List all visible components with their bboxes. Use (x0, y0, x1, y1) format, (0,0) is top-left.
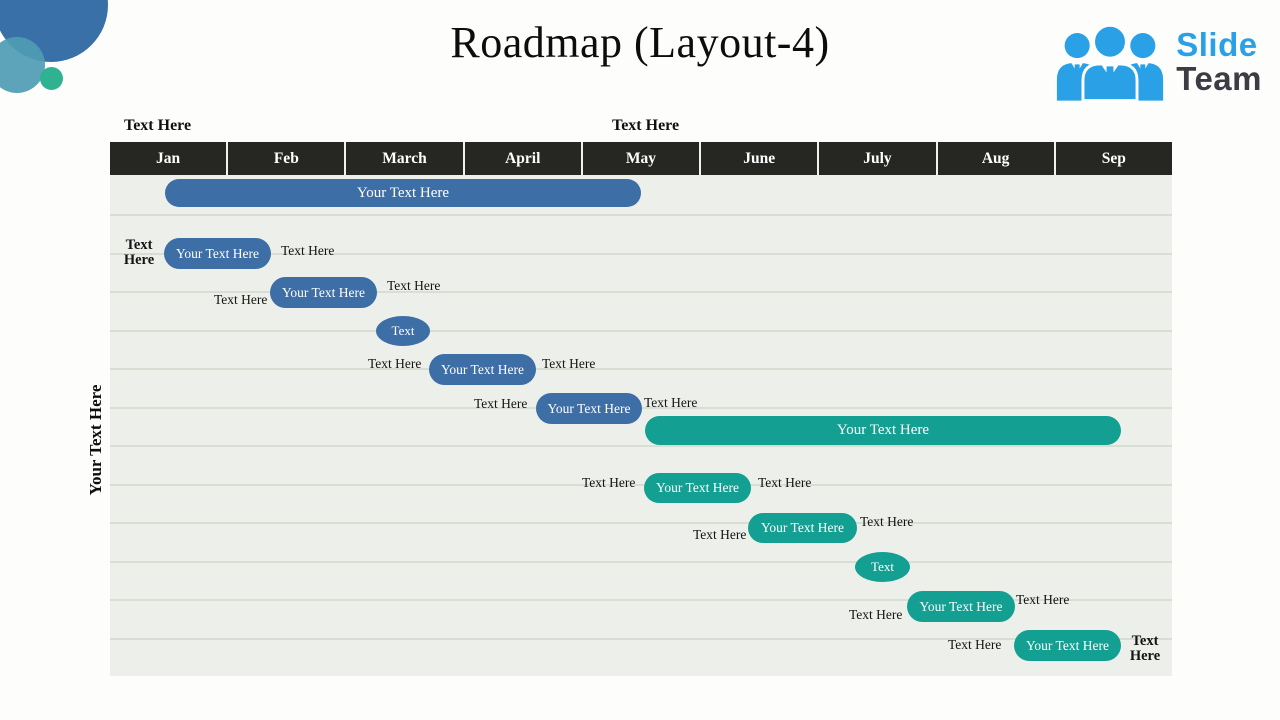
row-separator-line (110, 252, 1172, 255)
row-separator-line (110, 445, 1172, 447)
slide-title: Roadmap (Layout-4) (450, 18, 830, 67)
float-label-1: Text Here (123, 237, 155, 268)
roadmap-bar-11: Your Text Here (907, 591, 1015, 622)
roadmap-bar-2: Your Text Here (164, 238, 271, 269)
month-cell-april: April (462, 142, 581, 175)
roadmap-bar-6: Your Text Here (536, 393, 642, 424)
month-cell-march: March (344, 142, 462, 175)
slideteam-logo: Slide Team (1054, 22, 1262, 102)
roadmap-bar-4: Text (376, 316, 430, 346)
roadmap-bar-9: Your Text Here (748, 513, 857, 543)
month-cell-may: May (580, 142, 699, 175)
float-label-4: Text Here (387, 278, 441, 293)
decor-circle-medium (0, 37, 45, 93)
row-separator-line (110, 599, 1172, 601)
row-separator-line (110, 329, 1172, 332)
float-label-16: Text Here (1129, 633, 1161, 664)
month-cell-aug: Aug (935, 142, 1054, 175)
float-label-11: Text Here (693, 527, 747, 542)
roadmap-bar-1: Your Text Here (165, 179, 641, 207)
logo-word-slide: Slide (1176, 26, 1258, 64)
month-cell-jan: Jan (156, 149, 181, 167)
float-label-12: Text Here (860, 514, 914, 529)
float-label-3: Text Here (214, 292, 268, 307)
timeline-top-label-left: Text Here (124, 117, 192, 134)
month-cell-june: June (699, 142, 817, 175)
timeline-top-label-right: Text Here (612, 117, 680, 134)
row-separator-line (110, 560, 1172, 563)
row-separator-line (110, 291, 1172, 293)
roadmap-bar-10: Text (855, 552, 910, 582)
row-separator-line (110, 483, 1172, 486)
roadmap-bar-12: Your Text Here (1014, 630, 1121, 661)
row-separator-line (110, 637, 1172, 640)
float-label-6: Text Here (542, 356, 596, 371)
vertical-axis-label: Your Text Here (86, 384, 105, 496)
month-cell-july: July (817, 142, 935, 175)
roadmap-bar-5: Your Text Here (429, 354, 536, 385)
float-label-13: Text Here (849, 607, 903, 622)
roadmap-bar-8: Your Text Here (644, 473, 751, 503)
float-label-9: Text Here (582, 475, 636, 490)
float-label-5: Text Here (368, 356, 422, 371)
float-label-8: Text Here (644, 395, 698, 410)
float-label-15: Text Here (948, 637, 1002, 652)
float-label-10: Text Here (758, 475, 812, 490)
roadmap-bar-7: Your Text Here (645, 416, 1121, 445)
row-separator-line (110, 214, 1172, 216)
logo-wordmark: Slide Team (1176, 28, 1262, 96)
logo-word-team: Team (1176, 60, 1262, 97)
three-people-with-ties-icon (1054, 22, 1166, 102)
float-label-2: Text Here (281, 243, 335, 258)
float-label-14: Text Here (1016, 592, 1070, 607)
row-separator-line (110, 522, 1172, 524)
month-cell-feb: Feb (226, 142, 344, 175)
month-cell-sep: Sep (1053, 142, 1172, 175)
roadmap-bar-3: Your Text Here (270, 277, 377, 308)
row-separator-line (110, 368, 1172, 370)
float-label-7: Text Here (474, 396, 528, 411)
decor-circle-small (40, 67, 63, 90)
